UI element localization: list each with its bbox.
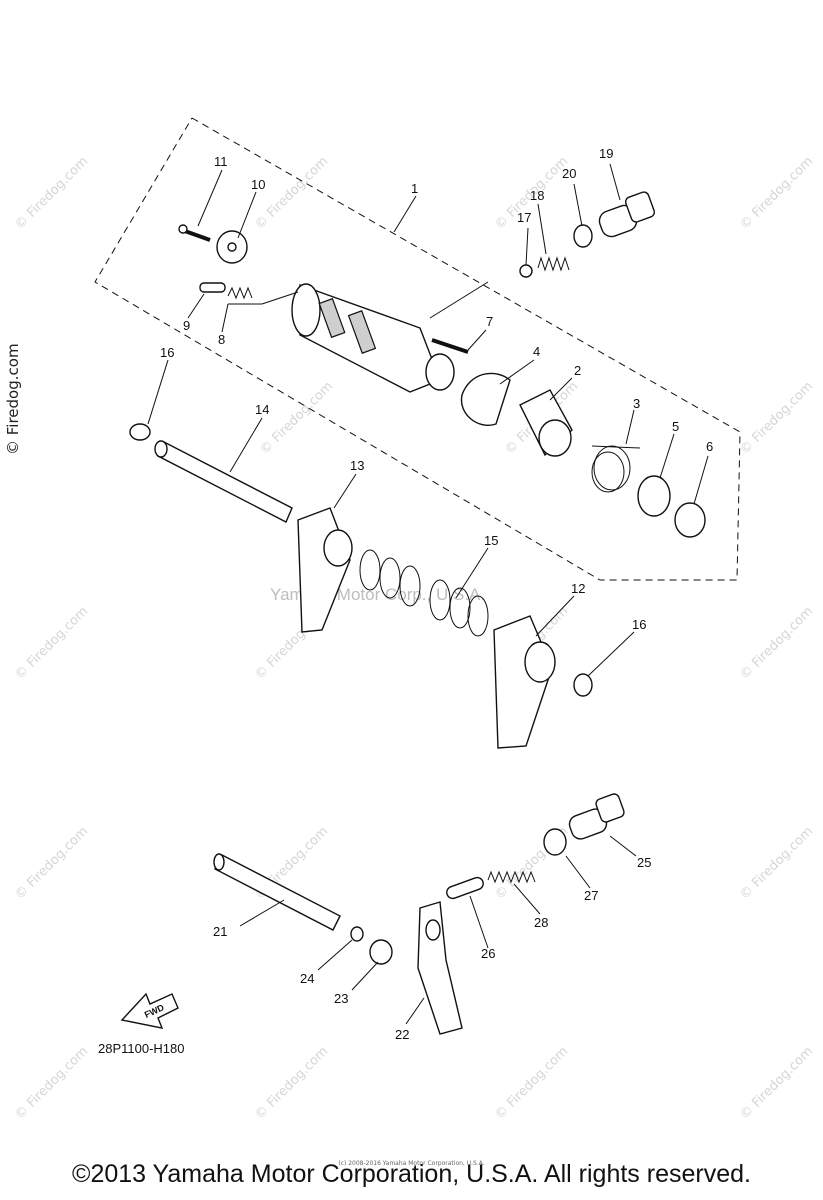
- part-22-lever: [417, 901, 463, 1035]
- callout-3: 3: [633, 396, 640, 411]
- watermark: © Firedog.com: [737, 1044, 816, 1123]
- callout-2: 2: [574, 363, 581, 378]
- part-12-fork: [493, 615, 556, 749]
- part-3-spring: [591, 445, 641, 493]
- callout-20: 20: [562, 166, 576, 181]
- callout-16: 16: [160, 345, 174, 360]
- watermark: © Firedog.com: [737, 154, 816, 233]
- part-5-washer: [637, 475, 671, 517]
- part-16-circlip: [129, 423, 151, 441]
- watermark: © Firedog.com: [737, 824, 816, 903]
- side-watermark: © Firedog.com: [4, 343, 22, 455]
- part-10-plate: [216, 230, 248, 264]
- part-16-circlip: [573, 673, 593, 697]
- callout-10: 10: [251, 177, 265, 192]
- callout-7: 7: [486, 314, 493, 329]
- part-26-pin: [446, 876, 484, 900]
- callout-labels: 1 2 3 4 5 6 7 8 9 10 11 12 13 14 15 16 1…: [160, 146, 713, 1042]
- part-28-spring: [487, 870, 536, 884]
- callout-12: 12: [571, 581, 585, 596]
- part-2-segment: [519, 389, 573, 457]
- callout-8: 8: [218, 332, 225, 347]
- callout-11: 11: [214, 154, 228, 169]
- callout-19: 19: [599, 146, 613, 161]
- watermark: © Firedog.com: [12, 154, 91, 233]
- part-9-pin: [199, 282, 226, 293]
- callout-28: 28: [534, 915, 548, 930]
- part-25-bolt: [568, 793, 625, 840]
- copyright-footer: ©2013 Yamaha Motor Corporation, U.S.A. A…: [72, 1160, 751, 1188]
- part-shift-drum: [291, 283, 455, 393]
- part-13-fork: [297, 507, 353, 633]
- part-23-washer: [369, 939, 393, 965]
- leader-lines: [147, 163, 709, 1025]
- callout-14: 14: [255, 402, 269, 417]
- callout-21: 21: [213, 924, 227, 939]
- callout-24: 24: [300, 971, 314, 986]
- part-4-plate: [460, 372, 511, 426]
- fwd-arrow-icon: FWD: [120, 992, 179, 1029]
- part-19-bolt: [598, 191, 656, 238]
- part-6-circlip: [674, 502, 706, 538]
- part-8-spring: [227, 286, 253, 300]
- callout-17: 17: [517, 210, 531, 225]
- callout-13: 13: [350, 458, 364, 473]
- part-11-screw: [178, 224, 211, 242]
- callout-15: 15: [484, 533, 498, 548]
- watermark: © Firedog.com: [12, 1044, 91, 1123]
- callout-26: 26: [481, 946, 495, 961]
- watermark: © Firedog.com: [737, 379, 816, 458]
- part-21-shaft: [213, 853, 341, 931]
- watermark: © Firedog.com: [252, 1044, 331, 1123]
- callout-25: 25: [637, 855, 651, 870]
- callout-9: 9: [183, 318, 190, 333]
- part-24-circlip: [350, 926, 364, 942]
- part-15-spring: [359, 549, 489, 637]
- watermark: © Firedog.com: [12, 824, 91, 903]
- part-18-spring: [537, 256, 570, 272]
- callout-16b: 16: [632, 617, 646, 632]
- callout-5: 5: [672, 419, 679, 434]
- part-14-shaft: [154, 440, 293, 523]
- callout-6: 6: [706, 439, 713, 454]
- part-17-ball: [519, 264, 533, 278]
- tiny-copyright-note: (c) 2008-2016 Yamaha Motor Corporation, …: [338, 1160, 485, 1167]
- callout-27: 27: [584, 888, 598, 903]
- part-27-washer: [543, 828, 567, 856]
- callout-18: 18: [530, 188, 544, 203]
- part-7-pin: [431, 338, 469, 354]
- callout-1: 1: [411, 181, 418, 196]
- watermark: © Firedog.com: [257, 379, 336, 458]
- diagram-code: 28P1100-H180: [98, 1041, 185, 1056]
- callout-22: 22: [395, 1027, 409, 1042]
- watermark: © Firedog.com: [12, 604, 91, 683]
- watermark: © Firedog.com: [492, 1044, 571, 1123]
- callout-23: 23: [334, 991, 348, 1006]
- watermark: © Firedog.com: [252, 154, 331, 233]
- callout-4: 4: [533, 344, 540, 359]
- part-20-gasket: [573, 224, 593, 248]
- watermark: © Firedog.com: [737, 604, 816, 683]
- watermark-layer: © Firedog.com © Firedog.com © Firedog.co…: [4, 154, 816, 1123]
